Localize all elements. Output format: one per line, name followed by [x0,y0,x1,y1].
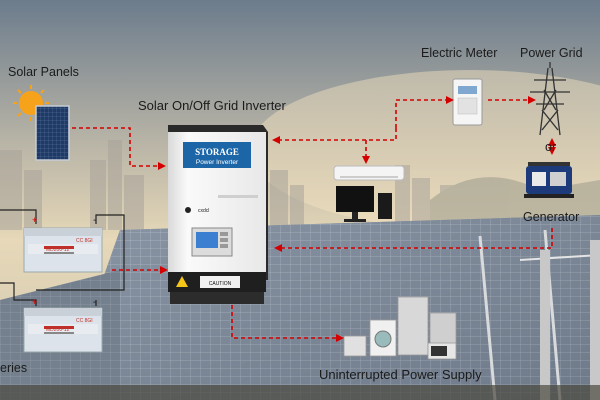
label-batteries: eries [0,361,27,375]
electric-meter-icon [453,79,482,125]
generator-icon [524,162,574,198]
label-electric-meter: Electric Meter [421,46,497,60]
battery-plus-top: + [32,215,37,225]
battery-bottom-model: MD200-12 [46,327,70,333]
battery-plus-bottom: + [32,297,37,307]
solar-panel-icon [36,106,69,160]
inverter-brand-top: STORAGE [195,147,239,157]
battery-minus-bottom: - [93,297,96,308]
battery-top-model: MD200-12 [46,247,70,253]
label-generator: Generator [523,210,579,224]
label-solar-panels: Solar Panels [8,65,79,79]
battery-bottom-label: CC 8GI [76,318,93,324]
label-inverter: Solar On/Off Grid Inverter [138,98,286,113]
battery-minus-top: - [93,215,96,226]
inverter-logo: cxdcl [198,208,209,214]
ground [0,385,600,400]
air-conditioner-icon [334,166,404,180]
label-ups: Uninterrupted Power Supply [319,367,482,382]
label-or: or [545,140,556,154]
inverter-caution: CAUTION [209,281,232,287]
battery-top-label: CC 8GI [76,238,93,244]
inverter-brand-sub: Power Inverter [196,159,239,166]
label-power-grid: Power Grid [520,46,583,60]
